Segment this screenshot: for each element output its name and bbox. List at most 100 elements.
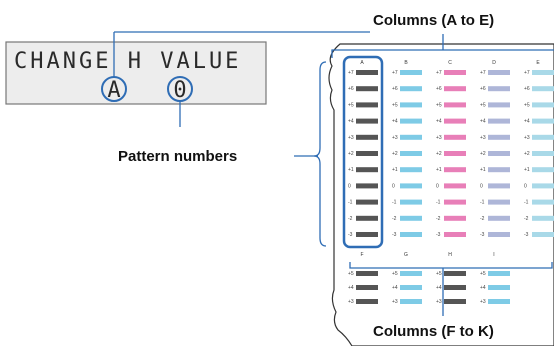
pattern-block <box>356 151 378 156</box>
pattern-block <box>356 118 378 124</box>
pattern-block <box>532 102 554 108</box>
pattern-number-label: +7 <box>348 70 354 76</box>
pattern-number-label: +7 <box>436 70 442 76</box>
pattern-number-label: -3 <box>524 232 529 238</box>
pattern-block <box>532 199 554 205</box>
pattern-number-label: +6 <box>524 86 530 92</box>
pattern-grid-bottom: +5+4+3+5+4+3+5+4+3+5+4+3 <box>348 271 510 305</box>
pattern-number-label: +4 <box>436 285 442 291</box>
pattern-block <box>444 299 466 304</box>
pattern-number-label: +1 <box>348 167 354 173</box>
top-column-label-c: C <box>448 60 452 66</box>
pattern-number-label: +4 <box>480 285 486 291</box>
top-column-label-b: B <box>404 60 408 66</box>
callout-columns-top: Columns (A to E) <box>113 12 554 77</box>
pattern-number-label: +5 <box>480 271 486 277</box>
pattern-number-label: +2 <box>480 151 486 157</box>
pattern-number-label: +3 <box>348 299 354 305</box>
pattern-number-label: +6 <box>392 86 398 92</box>
pattern-block <box>488 271 510 276</box>
pattern-block <box>356 102 378 108</box>
pattern-number-label: +7 <box>524 70 530 76</box>
pattern-number-label: +3 <box>392 299 398 305</box>
pattern-block <box>532 215 554 221</box>
pattern-block <box>444 199 466 205</box>
pattern-block <box>356 183 378 189</box>
pattern-block <box>488 183 510 189</box>
pattern-block <box>444 102 466 108</box>
lcd-pattern-value: 0 <box>173 78 186 103</box>
top-column-label-d: D <box>492 60 496 66</box>
pattern-block <box>356 285 378 290</box>
pattern-block <box>488 151 510 156</box>
pattern-block <box>356 232 378 237</box>
pattern-number-label: +6 <box>348 86 354 92</box>
pattern-block <box>444 151 466 156</box>
pattern-block <box>400 299 422 304</box>
pattern-number-label: +5 <box>348 271 354 277</box>
pattern-block <box>444 70 466 75</box>
pattern-number-label: +6 <box>480 86 486 92</box>
pattern-block <box>488 215 510 221</box>
lcd-panel: CHANGE H VALUE A 0 <box>5 41 267 105</box>
pattern-number-label: -3 <box>436 232 441 238</box>
pattern-number-label: +3 <box>348 135 354 141</box>
pattern-number-label: +4 <box>392 119 398 125</box>
pattern-number-label: +5 <box>436 102 442 108</box>
pattern-number-label: +5 <box>480 102 486 108</box>
pattern-number-label: +4 <box>524 119 530 125</box>
pattern-block <box>356 215 378 221</box>
pattern-number-label: +1 <box>436 167 442 173</box>
pattern-number-label: -2 <box>480 216 485 222</box>
pattern-block <box>488 285 510 290</box>
pattern-number-label: +6 <box>436 86 442 92</box>
pattern-block <box>356 70 378 75</box>
pattern-number-label: +3 <box>480 135 486 141</box>
pattern-number-label: +3 <box>392 135 398 141</box>
callout-pattern-numbers-label: Pattern numbers <box>118 148 237 165</box>
bottom-column-label-h: H <box>448 252 452 258</box>
lcd-column-value: A <box>107 78 120 103</box>
pattern-block <box>488 199 510 205</box>
pattern-number-label: -3 <box>480 232 485 238</box>
lcd-background <box>5 41 267 105</box>
pattern-block <box>400 183 422 189</box>
pattern-block <box>400 285 422 290</box>
pattern-number-label: +2 <box>436 151 442 157</box>
pattern-block <box>488 167 510 173</box>
pattern-block <box>356 199 378 205</box>
pattern-block <box>444 183 466 189</box>
bottom-column-label-g: G <box>404 252 408 258</box>
pattern-block <box>488 134 510 140</box>
pattern-block <box>400 151 422 156</box>
pattern-block <box>356 86 378 92</box>
pattern-block <box>444 134 466 140</box>
pattern-number-label: -1 <box>348 200 353 206</box>
pattern-number-label: +4 <box>348 119 354 125</box>
pattern-block <box>488 86 510 92</box>
bottom-column-label-i: I <box>493 252 494 258</box>
pattern-number-label: +4 <box>348 285 354 291</box>
pattern-number-label: -2 <box>524 216 529 222</box>
pattern-number-label: -3 <box>392 232 397 238</box>
pattern-block <box>400 167 422 173</box>
pattern-number-label: +5 <box>436 271 442 277</box>
pattern-block <box>400 118 422 124</box>
pattern-number-label: +1 <box>392 167 398 173</box>
bottom-column-label-f: F <box>360 252 363 258</box>
callout-columns-bottom: Columns (F to K) <box>349 262 553 340</box>
pattern-block <box>400 134 422 140</box>
pattern-block <box>532 134 554 140</box>
pattern-block <box>532 118 554 124</box>
pattern-block <box>532 151 554 156</box>
pattern-number-label: 0 <box>392 183 395 189</box>
pattern-grid-top: +7+6+5+4+3+2+10-1-2-3+7+6+5+4+3+2+10-1-2… <box>348 70 554 238</box>
pattern-block <box>400 86 422 92</box>
pattern-block <box>400 271 422 276</box>
pattern-number-label: +5 <box>392 271 398 277</box>
pattern-number-label: +2 <box>524 151 530 157</box>
pattern-block <box>356 167 378 173</box>
pattern-block <box>356 299 378 304</box>
pattern-block <box>532 86 554 92</box>
pattern-number-label: +2 <box>392 151 398 157</box>
